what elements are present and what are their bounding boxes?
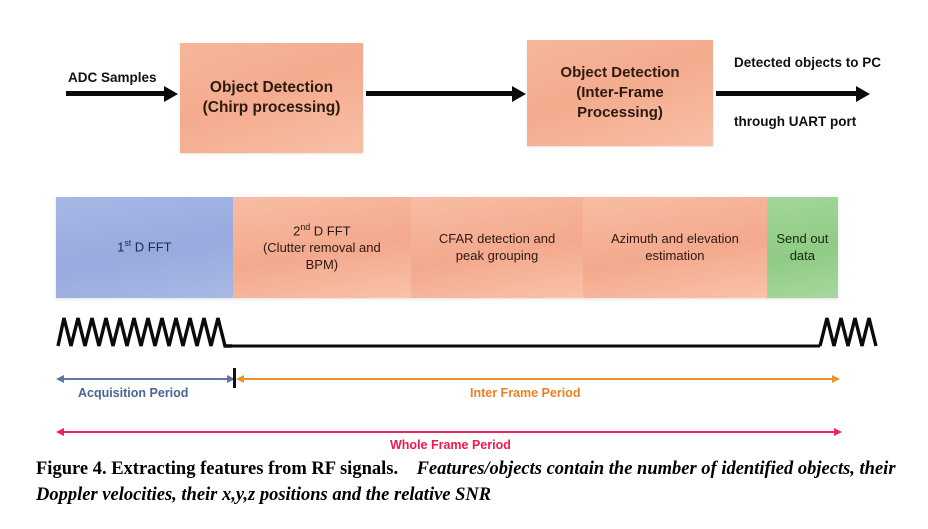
acquisition-arrow-head-right	[227, 374, 235, 383]
whole-frame-period-arrow	[62, 431, 838, 433]
whole-frame-arrow-head-left	[56, 427, 64, 436]
block1-line2: (Chirp processing)	[202, 99, 341, 116]
chirp-burst-right	[818, 317, 878, 347]
frame-boundary-tick	[233, 368, 236, 388]
block1-line1: Object Detection	[209, 78, 334, 96]
uart-port-label: through UART port	[734, 114, 857, 129]
input-arrow-shaft	[66, 91, 166, 96]
cfar-line1: CFAR detection and	[438, 230, 556, 246]
second-d-fft-text: 2nd D FFT (Clutter removal and BPM)	[263, 222, 381, 274]
output-arrow-shaft	[716, 91, 858, 96]
acquisition-arrow-head-left	[56, 374, 64, 383]
output-arrow-head	[856, 85, 870, 102]
chirp-waveform	[56, 317, 878, 348]
whole-frame-arrow-head-right	[834, 427, 842, 436]
process-block-chirp-text: Object Detection (Chirp processing)	[203, 78, 341, 119]
processing-timeline-bar: 1st D FFT 2nd D FFT (Clutter removal and…	[56, 197, 838, 298]
figure-caption: Figure 4. Extracting features from RF si…	[36, 456, 900, 509]
detected-objects-label: Detected objects to PC	[734, 55, 882, 70]
acquisition-period-arrow	[60, 378, 233, 380]
figure-caption-italic: Features/objects contain the number of i…	[36, 459, 896, 506]
timeline-segment-azimuth[interactable]: Azimuth and elevation estimation	[583, 197, 767, 298]
interblock-arrow-shaft	[366, 91, 514, 96]
inter-frame-period-label: Inter Frame Period	[470, 386, 581, 400]
block2-line3: Processing)	[577, 103, 663, 121]
fft1-base: 1	[117, 239, 125, 255]
adc-samples-label: ADC Samples	[68, 70, 157, 85]
timeline-segment-send-out-data[interactable]: Send out data	[766, 197, 838, 298]
azimuth-text: Azimuth and elevation estimation	[611, 231, 739, 265]
input-arrow-head	[164, 85, 178, 102]
acquisition-period-label: Acquisition Period	[78, 386, 189, 400]
fft2-tail: D FFT	[310, 222, 351, 238]
send-line2: data	[789, 247, 816, 263]
block2-line2: (Inter-Frame	[576, 84, 664, 102]
whole-frame-period-label: Whole Frame Period	[390, 438, 511, 452]
fft2-line2: (Clutter removal and	[262, 239, 381, 255]
process-block-interframe[interactable]: Object Detection (Inter-Frame Processing…	[527, 40, 713, 146]
inter-frame-period-arrow	[240, 378, 838, 380]
timeline-segment-second-d-fft[interactable]: 2nd D FFT (Clutter removal and BPM)	[232, 197, 411, 298]
chirp-burst-left	[56, 317, 232, 348]
timeline-segment-cfar[interactable]: CFAR detection and peak grouping	[411, 197, 584, 298]
fft2-line3: BPM)	[305, 256, 339, 272]
fft2-base: 2	[293, 222, 301, 238]
process-block-interframe-text: Object Detection (Inter-Frame Processing…	[560, 63, 679, 122]
fft1-tail: D FFT	[131, 239, 172, 255]
azimuth-line1: Azimuth and elevation	[610, 230, 739, 246]
inter-frame-arrow-head-right	[832, 374, 840, 383]
first-d-fft-text: 1st D FFT	[117, 238, 172, 256]
azimuth-line2: estimation	[645, 247, 705, 263]
fft1-sup: st	[124, 238, 132, 249]
block2-line1: Object Detection	[560, 64, 680, 82]
figure-caption-bold: Figure 4. Extracting features from RF si…	[36, 459, 399, 479]
fft2-sup: nd	[300, 221, 311, 232]
send-out-data-text: Send out data	[776, 231, 828, 265]
inter-frame-arrow-head-left	[236, 374, 244, 383]
cfar-line2: peak grouping	[455, 247, 539, 263]
timeline-segment-first-d-fft[interactable]: 1st D FFT	[56, 197, 233, 298]
process-block-chirp[interactable]: Object Detection (Chirp processing)	[180, 43, 363, 153]
cfar-text: CFAR detection and peak grouping	[439, 231, 555, 265]
interblock-arrow-head	[512, 85, 526, 102]
send-line1: Send out	[776, 230, 829, 246]
